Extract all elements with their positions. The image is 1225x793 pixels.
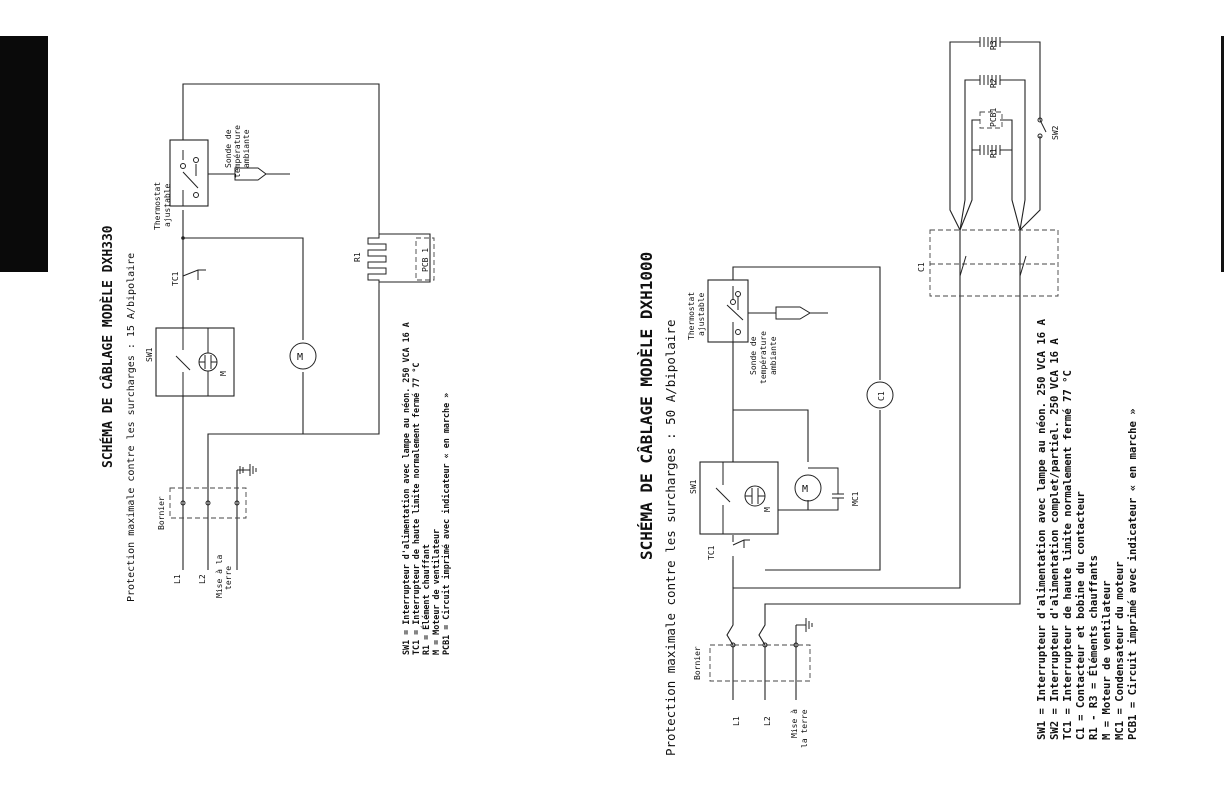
l2-label: L2 <box>198 574 207 584</box>
legend-item: PCB1 = Circuit imprimé avec indicateur «… <box>441 393 451 655</box>
thermostat-label-2: ajustable <box>163 183 172 227</box>
sw1-switch <box>175 328 191 396</box>
r1-label: R1 <box>353 252 362 262</box>
legend-item: SW1 = Interrupteur d'alimentation avec l… <box>1036 318 1048 740</box>
sw1-box <box>155 327 235 397</box>
heating-element-r3 <box>979 37 1001 47</box>
probe-label-1: Sonde de <box>749 336 758 375</box>
heating-element-r1 <box>979 145 1001 155</box>
legend-item: PCB1 = Circuit imprimé avec indicateur «… <box>1127 408 1139 740</box>
wire-r1 <box>959 119 1021 231</box>
pcb1-label: PCB 1 <box>421 248 430 272</box>
thermostat-label: Thermostat <box>153 182 162 230</box>
thermostat-box <box>707 279 749 343</box>
probe-label-2: température <box>232 125 242 178</box>
pcb1-box <box>979 111 1003 129</box>
motor-capacitor <box>808 467 844 511</box>
r3-label: R3 <box>989 40 998 50</box>
ground-label-2: la terre <box>800 709 809 748</box>
pcb-wire <box>379 233 431 283</box>
wire-top <box>182 83 380 240</box>
c1-coil-label: C1 <box>877 391 886 401</box>
sw1-label: SW1 <box>145 347 154 362</box>
motor-label: M <box>297 352 303 363</box>
probe-label-3: ambiante <box>242 129 251 168</box>
tc1-switch <box>732 535 750 560</box>
wire-l2 <box>207 290 380 570</box>
contactor-box <box>929 229 1059 297</box>
legend-item: TC1 = Interrupteur de haute limite norma… <box>411 363 421 655</box>
ground-label-1: Mise à la <box>215 554 224 598</box>
probe-label-2: température <box>758 331 768 384</box>
c1-label: C1 <box>917 262 926 272</box>
temperature-probe <box>775 306 811 320</box>
thermostat-box <box>169 139 209 207</box>
ground-label-1: Mise à <box>790 709 799 738</box>
l1-label: L1 <box>173 574 182 584</box>
tc1-switch <box>182 262 206 298</box>
sw1-m-label: M <box>219 371 228 376</box>
heating-element-r2 <box>979 75 1001 85</box>
thermostat-switch <box>182 150 199 206</box>
wire-r2 <box>959 79 1026 231</box>
motor <box>794 474 822 502</box>
bornier-label: Bornier <box>693 646 702 680</box>
diagram-subtitle: Protection maximale contre les surcharge… <box>663 320 678 757</box>
legend-item: R1 = Élément chauffant <box>420 544 431 655</box>
bornier-box <box>709 644 811 682</box>
temperature-probe <box>234 167 267 181</box>
mc1-label: MC1 <box>851 491 860 506</box>
contactor-coil-c1 <box>866 381 894 409</box>
legend-item: SW1 = Interrupteur d'alimentation avec l… <box>401 322 411 655</box>
sw1-m-label: M <box>763 507 772 512</box>
l2-label: L2 <box>763 716 772 726</box>
ground-label-2: terre <box>224 566 233 590</box>
wire-l2 <box>758 230 1021 700</box>
motor-label: M <box>802 484 808 495</box>
probe-label-1: Sonde de <box>224 129 233 168</box>
l1-label: L1 <box>732 716 741 726</box>
side-tab-marker <box>0 36 48 272</box>
ground-symbol <box>796 618 813 632</box>
diagram-title: SCHÉMA DE CÂBLAGE MODÈLE DXH1000 <box>637 252 656 560</box>
legend-item: MC1 = Condensateur du moteur <box>1114 561 1126 740</box>
legend-item: SW2 = Interrupteur d'alimentation comple… <box>1049 338 1061 740</box>
right-edge-marker <box>1221 36 1224 272</box>
wire-l1-upper <box>732 266 881 588</box>
legend-dxh330: SW1 = Interrupteur d'alimentation avec l… <box>401 322 451 655</box>
diagram-dxh1000: SCHÉMA DE CÂBLAGE MODÈLE DXH1000 Protect… <box>637 37 1139 756</box>
r1-label: R1 <box>989 148 998 158</box>
pcb1-box <box>415 237 435 281</box>
diagram-title: SCHÉMA DE CÂBLAGE MODÈLE DXH330 <box>100 225 116 468</box>
r2-label: R2 <box>989 78 998 88</box>
probe-label-3: ambiante <box>769 336 778 375</box>
legend-item: C1 = Contacteur et bobine du contacteur <box>1075 491 1087 740</box>
sw1-label: SW1 <box>689 479 698 494</box>
heating-element-r1 <box>367 230 387 290</box>
thermostat-label-2: ajustable <box>697 292 706 336</box>
legend-item: R1 - R3 = Éléments chauffants <box>1087 555 1100 740</box>
legend-dxh1000: SW1 = Interrupteur d'alimentation avec l… <box>1036 318 1139 740</box>
contactor-contacts <box>959 250 1027 277</box>
wire-l1 <box>726 230 961 700</box>
legend-item: TC1 = Interrupteur de haute limite norma… <box>1062 370 1074 740</box>
sw2-label: SW2 <box>1051 125 1060 140</box>
diagram-subtitle: Protection maximale contre les surcharge… <box>126 253 137 602</box>
bornier-box <box>169 487 247 519</box>
legend-item: M = Moteur de ventilateur <box>1101 581 1113 740</box>
motor <box>289 342 317 370</box>
wire-motor <box>183 237 304 434</box>
legend-item: M = Moteur de ventilateur <box>431 529 441 655</box>
pcb1-label: PCB1 <box>989 108 998 127</box>
thermostat-label: Thermostat <box>687 292 696 340</box>
bornier-label: Bornier <box>157 496 166 530</box>
wire-r3 <box>949 41 1041 231</box>
tc1-label: TC1 <box>707 545 716 560</box>
sw1-box <box>699 461 779 535</box>
diagram-dxh330: SCHÉMA DE CÂBLAGE MODÈLE DXH330 Protecti… <box>100 83 451 655</box>
tc1-label: TC1 <box>171 271 180 286</box>
